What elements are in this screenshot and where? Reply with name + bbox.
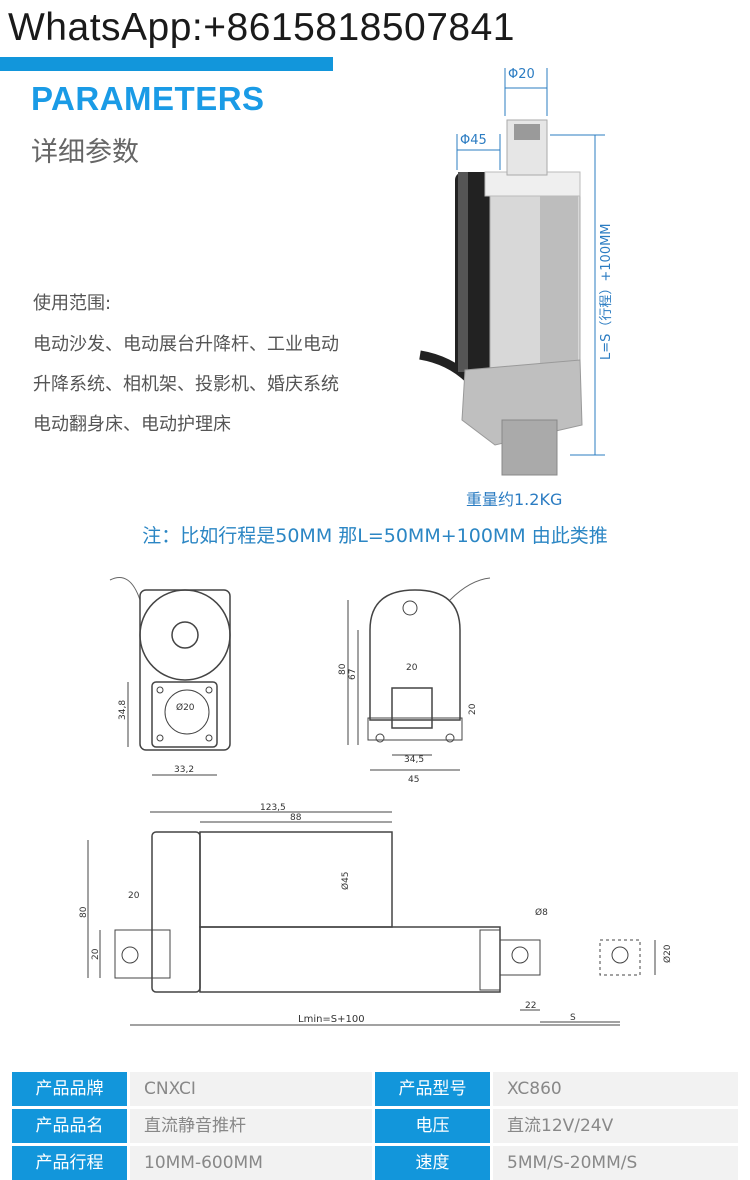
svg-text:67: 67 [348, 669, 358, 680]
svg-text:Lmin=S+100: Lmin=S+100 [298, 1014, 365, 1025]
spec-value: 直流12V/24V [493, 1109, 738, 1143]
svg-text:80: 80 [338, 663, 348, 675]
stroke-note: 注：比如行程是50MM 那L=50MM+100MM 由此类推 [142, 525, 608, 547]
table-row: 产品行程 10MM-600MM 速度 5MM/S-20MM/S [12, 1146, 738, 1180]
spec-value: 5MM/S-20MM/S [493, 1146, 738, 1180]
svg-text:Ø45: Ø45 [340, 871, 351, 890]
spec-value: 10MM-600MM [130, 1146, 372, 1180]
svg-text:Ø20: Ø20 [176, 702, 195, 713]
svg-text:34,5: 34,5 [404, 755, 424, 765]
section-subtitle: 详细参数 [31, 137, 139, 168]
svg-text:80: 80 [79, 906, 89, 918]
svg-text:Ø20: Ø20 [662, 944, 673, 963]
svg-text:20: 20 [468, 703, 478, 715]
spec-value: CNXCI [130, 1072, 372, 1106]
spec-key: 产品品名 [12, 1109, 127, 1143]
product-photo: Φ20 Φ45 L=S（行程）+100MM [419, 67, 614, 476]
svg-text:123,5: 123,5 [260, 803, 286, 813]
spec-key: 产品行程 [12, 1146, 127, 1180]
front-view-drawing: 34,8 33,2 Ø20 [109, 577, 231, 776]
svg-text:Ø8: Ø8 [535, 907, 548, 918]
dim-label: Φ20 [508, 67, 535, 82]
spec-key: 电压 [375, 1109, 490, 1143]
accent-bar [0, 57, 333, 71]
svg-text:22: 22 [525, 1001, 536, 1011]
rear-view-drawing: 80 67 20 20 34,5 45 [338, 577, 491, 785]
svg-text:20: 20 [128, 891, 140, 901]
svg-text:S: S [570, 1013, 576, 1023]
svg-text:33,2: 33,2 [174, 765, 194, 775]
svg-text:45: 45 [408, 775, 419, 785]
spec-key: 产品型号 [375, 1072, 490, 1106]
weight-label: 重量约1.2KG [466, 490, 563, 509]
usage-line: 电动沙发、电动展台升降杆、工业电动 [33, 334, 339, 355]
svg-text:34,8: 34,8 [118, 700, 128, 720]
table-row: 产品品名 直流静音推杆 电压 直流12V/24V [12, 1109, 738, 1143]
svg-text:88: 88 [290, 813, 302, 823]
svg-text:20: 20 [91, 948, 101, 960]
whatsapp-contact[interactable]: WhatsApp:+8615818507841 [8, 6, 515, 49]
spec-key: 速度 [375, 1146, 490, 1180]
spec-value: XC860 [493, 1072, 738, 1106]
section-title: PARAMETERS [31, 80, 265, 117]
usage-label: 使用范围: [33, 293, 112, 314]
side-view-drawing: 123,5 88 Ø45 80 20 20 Ø8 22 S Ø20 Lmin=S… [79, 803, 673, 1026]
spec-table: 产品品牌 CNXCI 产品型号 XC860 产品品名 直流静音推杆 电压 直流1… [12, 1072, 738, 1180]
usage-line: 升降系统、相机架、投影机、婚庆系统 [33, 374, 339, 395]
usage-line: 电动翻身床、电动护理床 [33, 414, 231, 435]
dim-label: Φ45 [460, 133, 487, 148]
svg-text:20: 20 [406, 663, 418, 673]
table-row: 产品品牌 CNXCI 产品型号 XC860 [12, 1072, 738, 1106]
spec-value: 直流静音推杆 [130, 1109, 372, 1143]
dim-label: L=S（行程）+100MM [599, 223, 614, 360]
spec-key: 产品品牌 [12, 1072, 127, 1106]
